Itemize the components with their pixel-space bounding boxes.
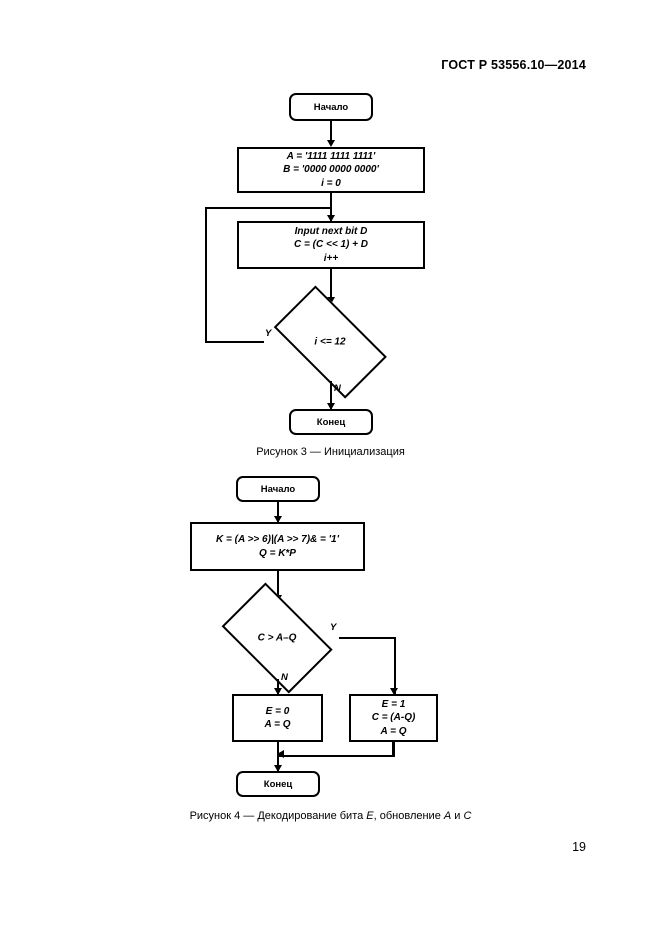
figure4-compare-decision: C > A–Q xyxy=(213,582,341,694)
figure3-end-label: Конец xyxy=(316,416,346,428)
figure3-init-process: A = '1111 1111 1111' B = '0000 0000 0000… xyxy=(237,147,425,193)
figure3-yes-branch-label: Y xyxy=(265,328,272,339)
figure4-connector-start-to-compute xyxy=(276,502,280,522)
figure4-compute-line2: Q = K*P xyxy=(259,547,296,559)
figure3-process-line3: i++ xyxy=(323,252,339,264)
figure4-yes-box-line3: A = Q xyxy=(380,725,407,737)
figure4-caption-conj: и xyxy=(451,810,464,822)
figure4-arrowhead-merge xyxy=(277,750,284,759)
figure3-end-terminator: Конец xyxy=(289,409,373,435)
figure4-end-terminator: Конец xyxy=(236,771,320,797)
figure3-yes-branch-return-drop xyxy=(329,207,333,223)
figure3-init-line3: i = 0 xyxy=(321,177,341,189)
figure4-arrowhead-no-box xyxy=(273,688,282,695)
figure4-compute-line1: K = (A >> 6)|(A >> 7)& = '1' xyxy=(216,534,339,545)
figure4-yes-merge-vertical xyxy=(392,742,395,757)
figure4-arrowhead-yes-box xyxy=(390,688,399,695)
figure4-end-label: Конец xyxy=(263,778,293,790)
figure3-yes-branch-return-horizontal xyxy=(205,207,332,210)
figure4-yes-branch-label: Y xyxy=(330,622,337,633)
figure4-decision-condition: C > A–Q xyxy=(257,632,297,644)
figure4-merge-horizontal xyxy=(278,754,394,757)
figure4-start-terminator: Начало xyxy=(236,476,320,502)
figure4-arrowhead-end xyxy=(273,765,282,772)
figure4-caption-mid: , обновление xyxy=(373,810,444,822)
figure4-no-branch-label: N xyxy=(281,672,288,683)
figure4-yes-branch-process: E = 1 C = (A-Q) A = Q xyxy=(349,694,438,742)
figure3-start-terminator: Начало xyxy=(289,93,373,121)
figure3-init-line2: B = '0000 0000 0000' xyxy=(283,164,379,176)
figure3-start-label: Начало xyxy=(313,101,349,113)
figure-3-caption: Рисунок 3 — Инициализация xyxy=(256,446,405,458)
figure3-yes-branch-vertical xyxy=(205,207,208,343)
figure3-init-line1: A = '1111 1111 1111' xyxy=(286,150,376,162)
figure3-connector-process-to-decision xyxy=(329,269,333,303)
figure3-connector-start-to-init xyxy=(329,121,333,145)
figure3-arrowhead-end xyxy=(326,403,335,410)
figure3-yes-branch-horizontal xyxy=(205,340,264,344)
figure4-no-box-line1: E = 0 xyxy=(265,705,290,717)
figure4-yes-box-line1: E = 1 xyxy=(381,698,406,710)
document-header-standard-number: ГОСТ Р 53556.10—2014 xyxy=(441,58,586,72)
figure4-start-label: Начало xyxy=(260,483,296,495)
figure4-arrowhead-compute xyxy=(273,516,282,523)
figure3-read-bit-process: Input next bit D C = (C << 1) + D i++ xyxy=(237,221,425,269)
figure4-caption-var-e: E xyxy=(366,810,374,822)
page-number: 19 xyxy=(572,840,586,854)
figure4-caption-prefix: Рисунок 4 — Декодирование бита xyxy=(189,810,367,822)
figure4-no-box-line2: A = Q xyxy=(264,719,291,730)
figure4-connector-compute-to-decision xyxy=(276,571,280,601)
figure3-no-branch-label: N xyxy=(334,383,341,394)
figure3-decision-condition: i <= 12 xyxy=(314,336,346,348)
figure-4-caption: Рисунок 4 — Декодирование бита E, обновл… xyxy=(0,810,661,822)
figure3-no-branch-vertical xyxy=(329,381,333,409)
figure4-caption-var-c: C xyxy=(463,810,472,822)
figure3-process-line1: Input next bit D xyxy=(294,225,368,237)
figure4-compute-process: K = (A >> 6)|(A >> 7)& = '1' Q = K*P xyxy=(190,522,365,571)
figure4-yes-branch-horizontal xyxy=(339,636,396,640)
figure3-loop-decision: i <= 12 xyxy=(262,285,398,399)
figure3-process-line2: C = (C << 1) + D xyxy=(294,239,368,251)
figure4-yes-branch-vertical xyxy=(393,636,396,694)
figure4-caption-var-a: A xyxy=(443,810,452,822)
figure4-trunk-to-end xyxy=(276,742,280,772)
figure4-yes-box-line2: C = (A-Q) xyxy=(371,712,416,724)
figure4-no-branch-process: E = 0 A = Q xyxy=(232,694,323,742)
figure3-arrowhead-init xyxy=(326,140,335,147)
